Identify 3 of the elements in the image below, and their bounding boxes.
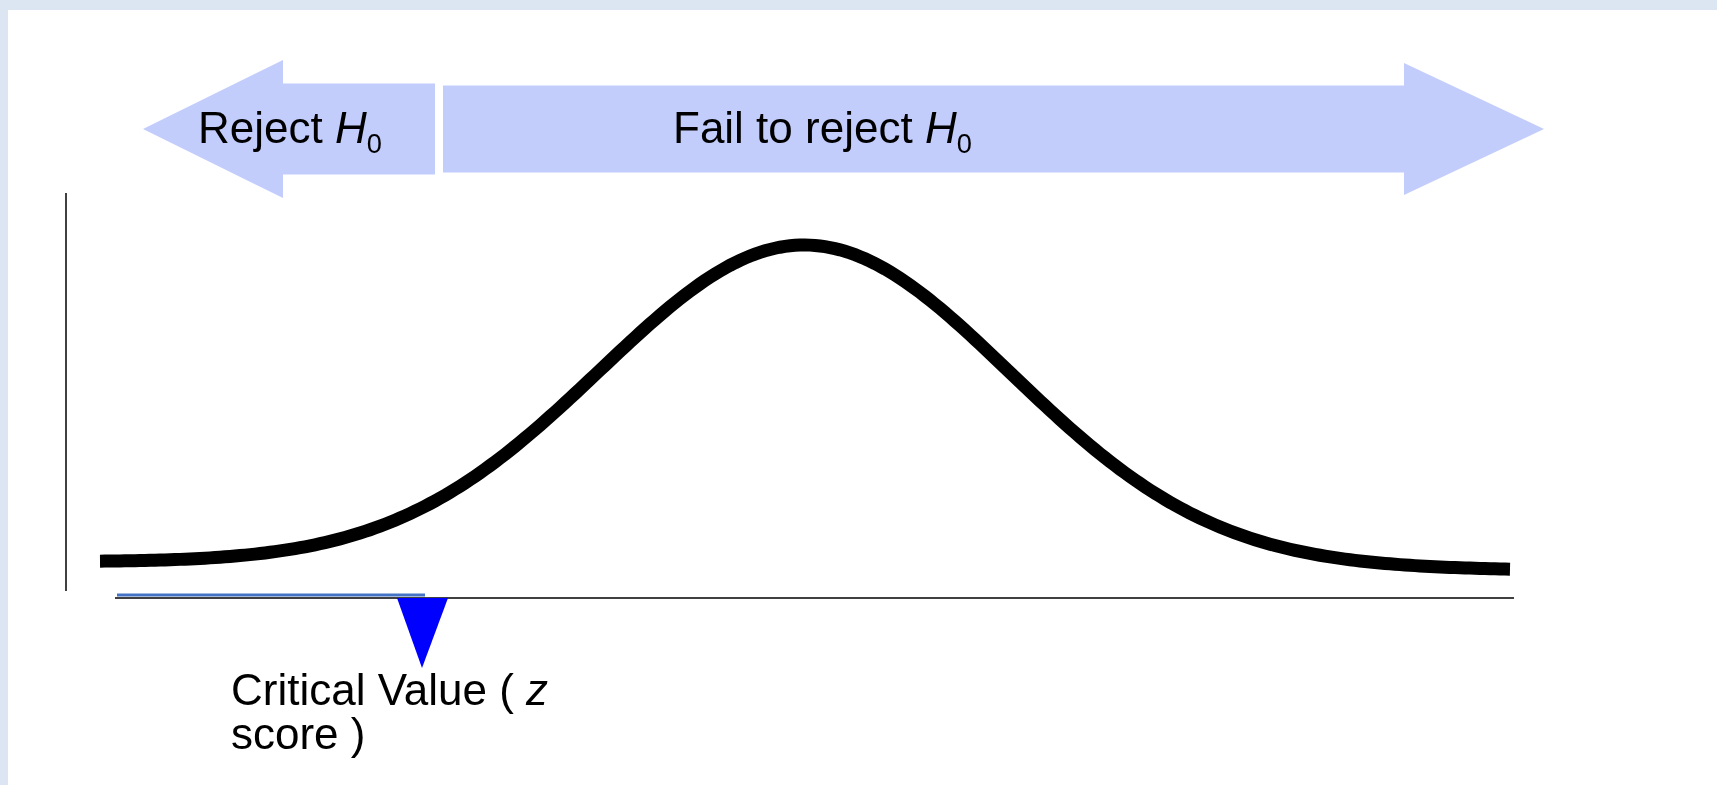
critical-value-label: Critical Value ( z score ): [231, 668, 550, 756]
region-label: Fail to reject H$_{0}$: [673, 106, 972, 157]
region-label: Reject H$_{0}$: [198, 106, 382, 157]
